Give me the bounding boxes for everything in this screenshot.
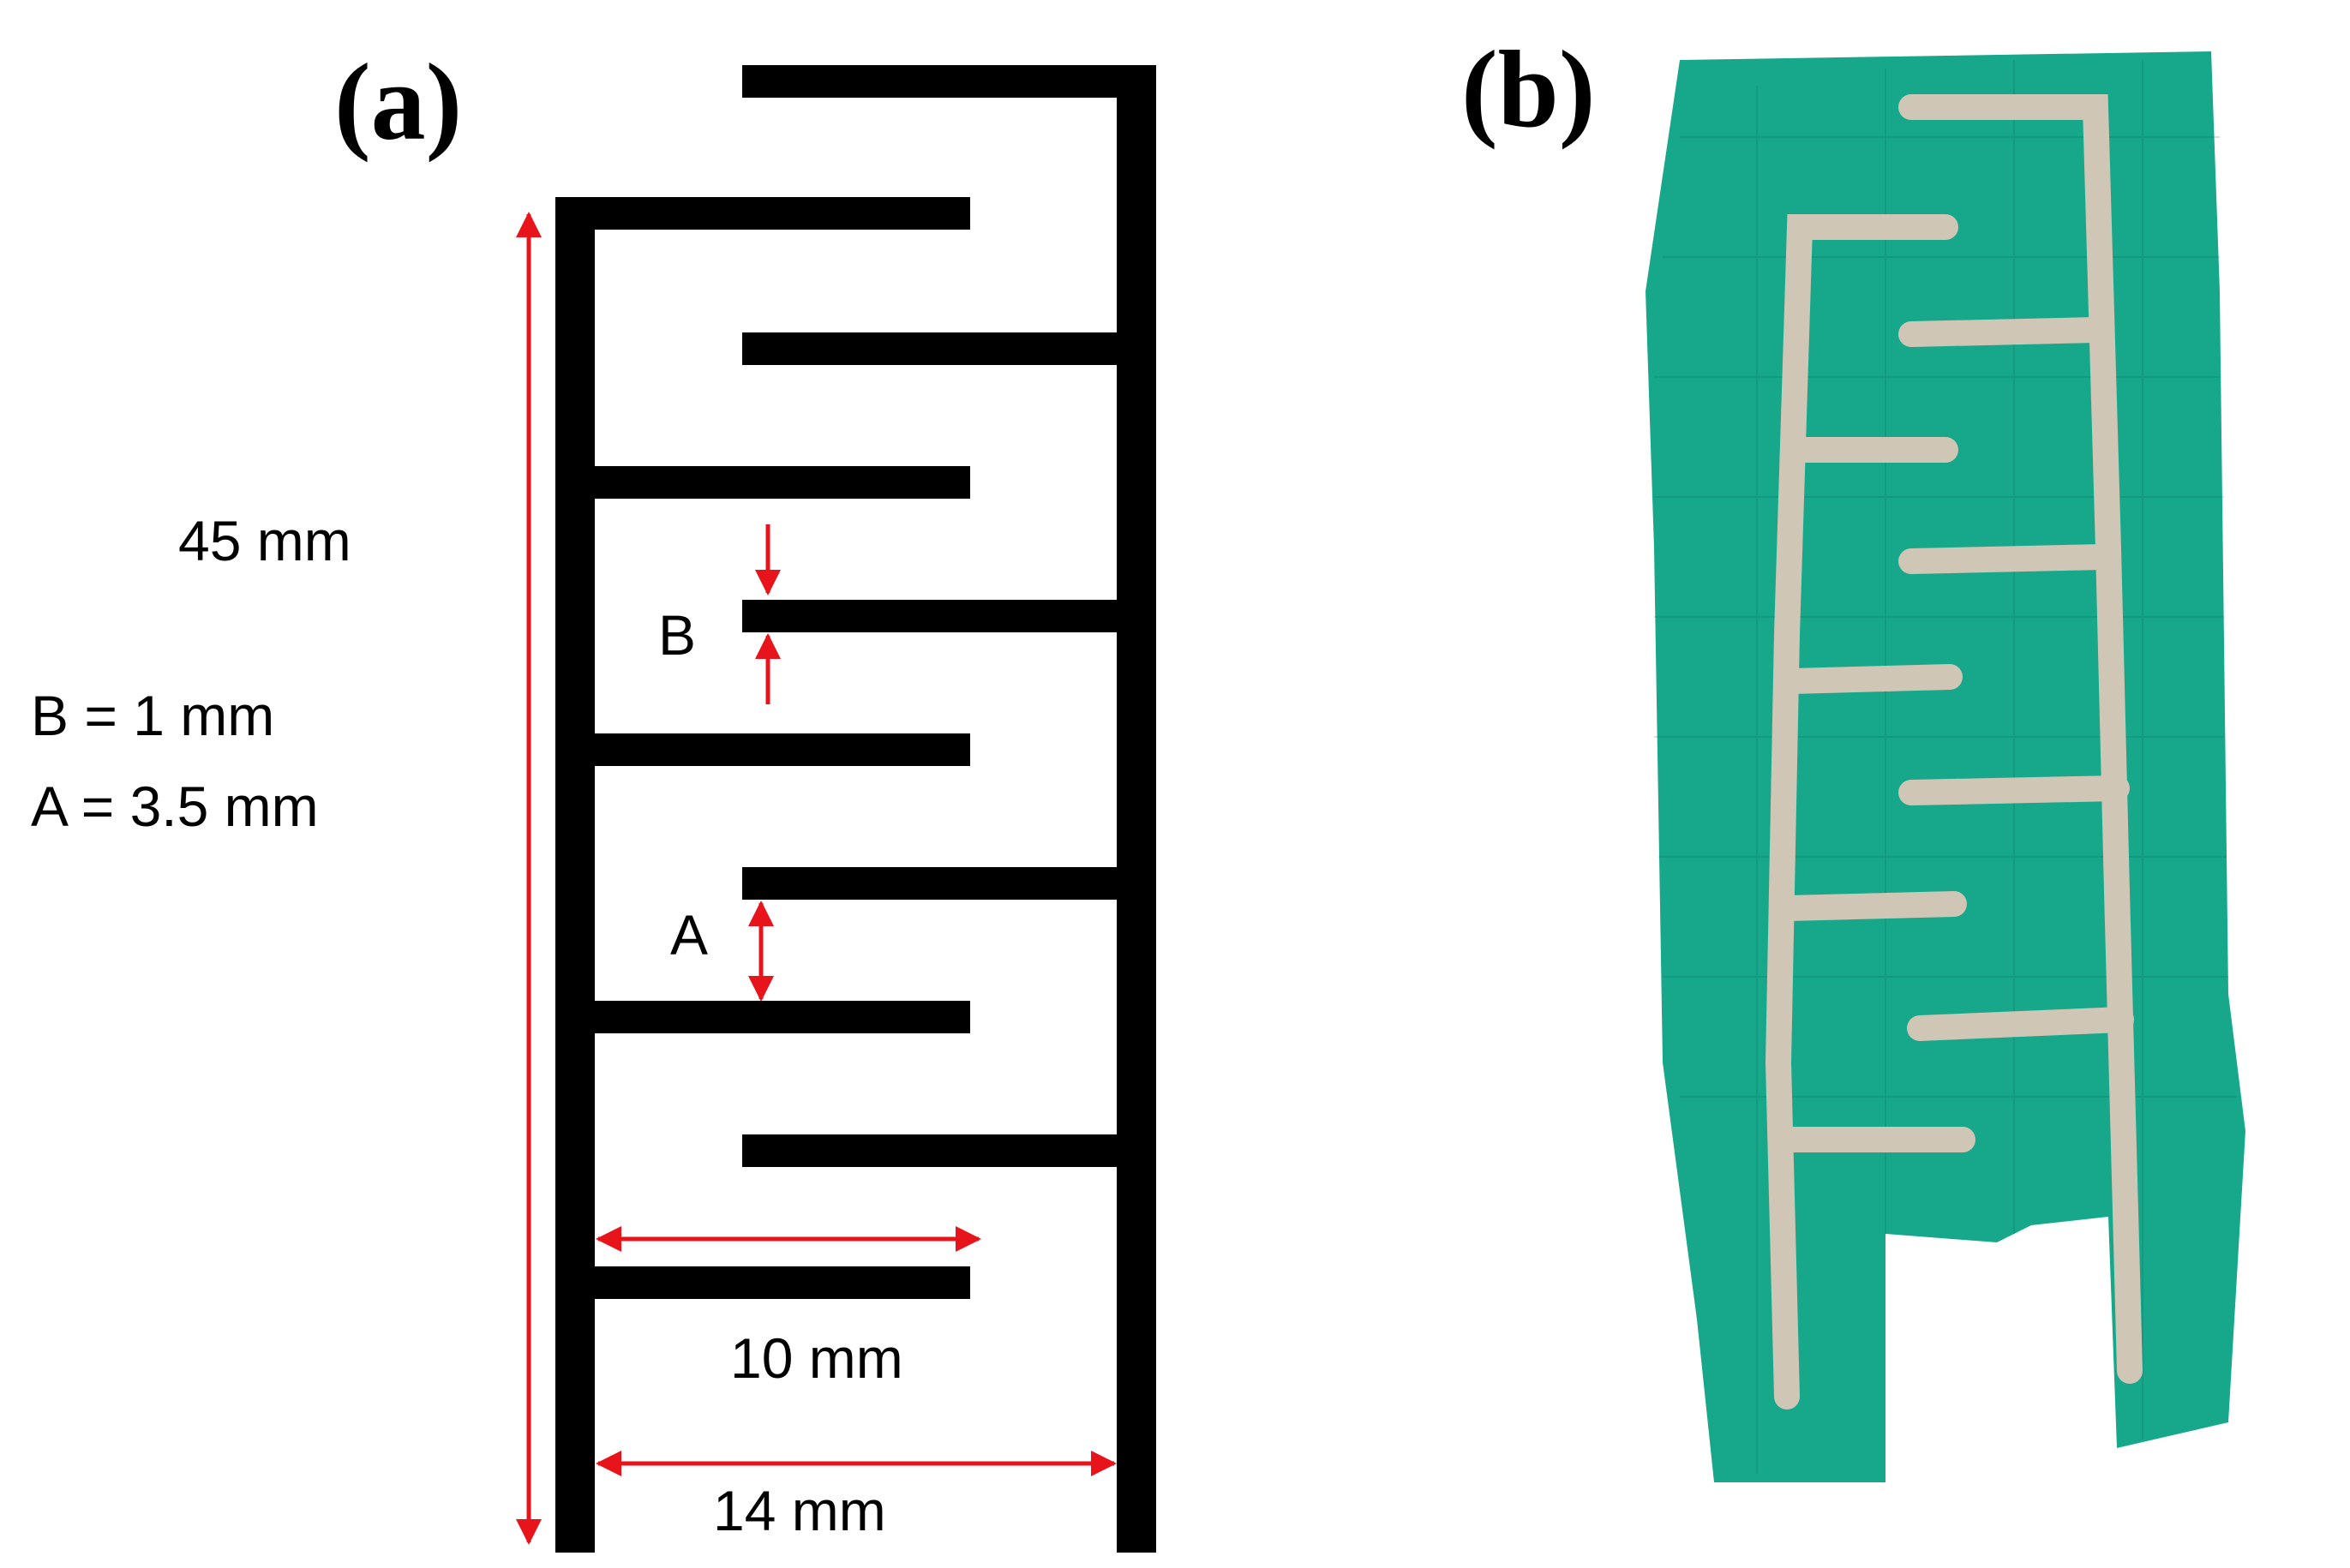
- right-finger: [742, 1134, 1156, 1167]
- left-finger: [555, 197, 970, 230]
- right-finger: [742, 332, 1156, 365]
- fabric-swatch: [1646, 51, 2245, 1482]
- embroidered-electrode-photo: [1646, 51, 2245, 1482]
- left-bus-bar: [555, 197, 595, 1553]
- left-finger: [555, 733, 970, 766]
- a-marker: A: [670, 903, 709, 967]
- left-finger: [555, 1266, 970, 1299]
- height-label: 45 mm: [178, 509, 351, 572]
- a-equation: A = 3.5 mm: [31, 775, 319, 838]
- right-finger: [742, 600, 1156, 632]
- b-equation: B = 1 mm: [31, 684, 275, 747]
- outer-width-label: 14 mm: [713, 1479, 886, 1542]
- right-finger: [742, 867, 1156, 900]
- inner-width-label: 10 mm: [730, 1326, 903, 1390]
- right-bus-bar: [1117, 65, 1156, 1553]
- b-marker: B: [658, 603, 697, 667]
- right-finger: [742, 65, 1156, 98]
- panel-label-a: (a): [334, 41, 463, 163]
- left-finger: [555, 1001, 970, 1033]
- thread-electrode: [1765, 94, 2143, 1409]
- panel-label-b: (b): [1461, 28, 1596, 150]
- left-finger: [555, 466, 970, 499]
